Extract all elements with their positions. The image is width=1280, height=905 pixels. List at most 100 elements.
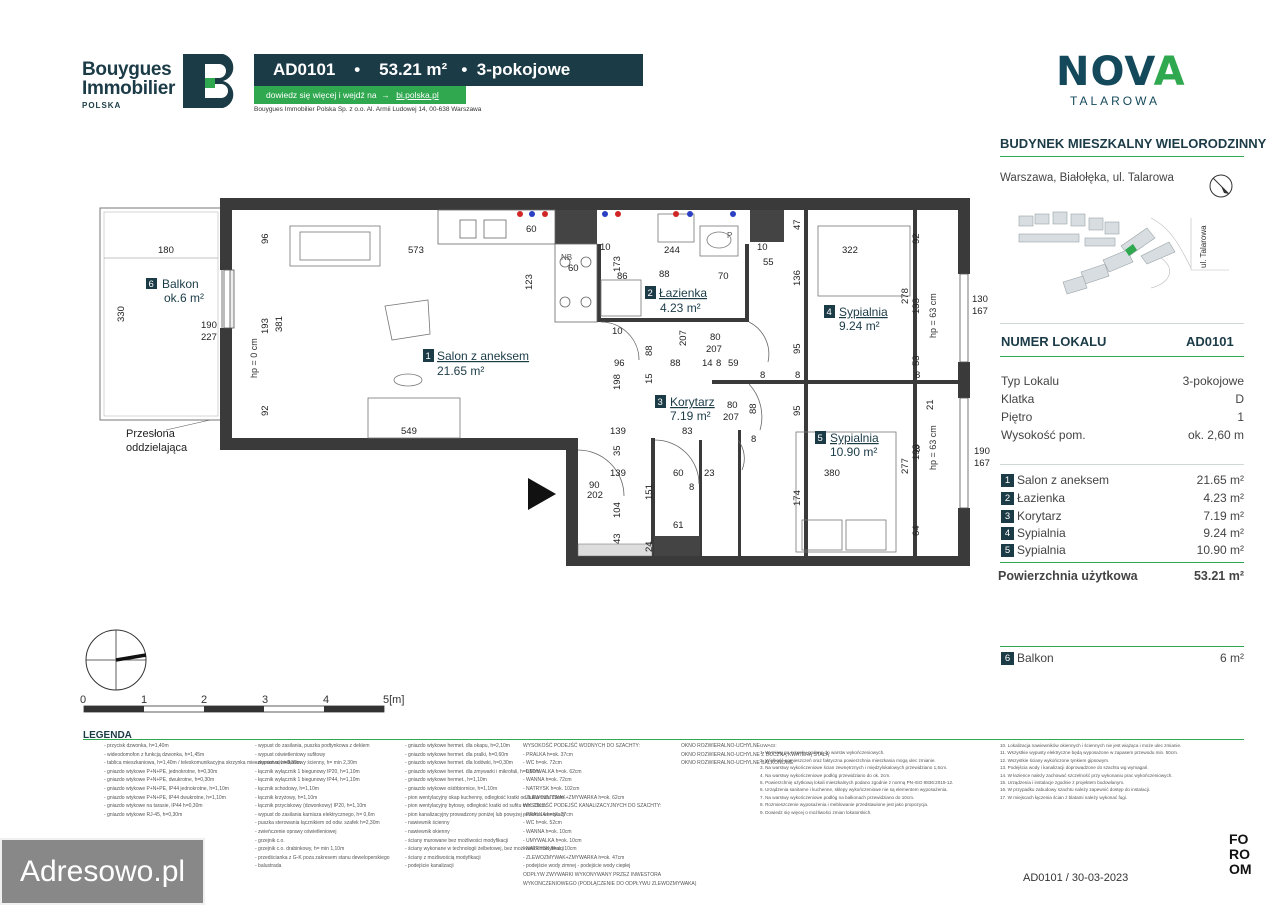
legend-item: - podejście kanalizacji — [405, 863, 454, 870]
dimension-label: 64 — [911, 525, 922, 536]
scale-tick-label: 1 — [141, 694, 148, 706]
property-label: Wysokość pom. — [1001, 428, 1086, 442]
room-number-badge: 4 — [1001, 526, 1014, 540]
balcony-badge-number: 6 — [149, 279, 154, 290]
divider — [1000, 464, 1244, 465]
legend-item: 6. Urządzenia sanitarne i kuchenne, skle… — [760, 787, 948, 793]
legend-item: - wypust do zasilania karnisza elektrycz… — [255, 811, 375, 818]
dimension-label: 21 — [925, 399, 936, 410]
forum-logo-line: FO — [1229, 831, 1249, 847]
legend-item: - nawiewnik ścienny — [405, 820, 450, 827]
legend-item: 16. W przypadku zabudowy szachtu należy … — [1000, 787, 1151, 793]
dimensions: 180 330 190 227 96 573 193 381 92 549 12… — [116, 219, 990, 552]
total-area-value: 53.21 m² — [1193, 569, 1244, 583]
dimension-label: 123 — [524, 274, 535, 290]
building-type-title: BUDYNEK MIESZKALNY WIELORODZINNY — [1000, 136, 1267, 151]
total-area-row: Powierzchnia użytkowa 53.21 m² — [998, 569, 1244, 583]
property-label: Klatka — [1001, 392, 1035, 406]
unit-number-label: NUMER LOKALU — [1001, 334, 1107, 349]
legend-item: 7. Na warstwy wykończeniowe podłóg na ba… — [760, 794, 915, 800]
legend-item: - puszka sterowania łącznikiem od odw. s… — [255, 820, 380, 827]
legend-item: - NATRYSK h=ok. 10cm — [523, 846, 577, 853]
legend-item: 8. Rozmieszczenie wyposażenia i meblowan… — [760, 802, 929, 808]
dimension-label: 167 — [972, 306, 988, 317]
legend-item: - gniazdo wtykowe P+N+PE, dwukrotne, h=0… — [104, 777, 215, 784]
dimension-label: 53 — [911, 355, 922, 366]
legend-item: - przycisk dzwonka, h=1,40m — [104, 743, 169, 749]
dimension-label: 24 — [644, 541, 655, 552]
legend-item: WYSOKOŚĆ PODEJŚĆ KANALIZACYJNYCH DO SZAC… — [523, 803, 662, 810]
legend-item: - ZLEWOZMYWAK+ZMYWARKA h=ok. 47cm — [523, 854, 625, 861]
walls — [220, 198, 970, 566]
legend-column: - gniazdo wtykowe hermet. dla okapu, h=2… — [405, 742, 565, 871]
dimension-label: 8 — [915, 370, 920, 381]
dimension-label: 130 — [972, 294, 988, 305]
dimension-label: 47 — [792, 219, 803, 230]
room-name: Korytarz — [1017, 509, 1062, 523]
scale-tick-label: 3 — [262, 694, 269, 706]
dimension-label: 207 — [723, 412, 739, 423]
property-label: Typ Lokalu — [1001, 374, 1060, 388]
forum-logo-line: RO — [1229, 846, 1250, 862]
dimension-label: 139 — [610, 426, 626, 437]
dimension-label: 95 — [792, 343, 803, 354]
site-street-label: ul. Talarowa — [1199, 225, 1208, 268]
dimension-label: 330 — [116, 306, 127, 322]
dimension-label: 88 — [670, 358, 681, 369]
room-name: Balkon — [1017, 651, 1054, 665]
dimension-label: 59 — [728, 358, 739, 369]
total-area-label: Powierzchnia użytkowa — [998, 569, 1138, 583]
dimension-label: 198 — [612, 374, 623, 390]
legend-item: - ściany z możliwością modyfikacji — [405, 854, 481, 861]
dimension-label: 96 — [260, 233, 271, 244]
legend-item: - ZLEWOZMYWAK+ZMYWARKA h=ok. 62cm — [523, 794, 625, 801]
property-row: Typ Lokalu 3-pokojowe — [1001, 374, 1244, 388]
entrance-arrow-icon — [528, 478, 556, 510]
hp-label: hp = 0 cm — [249, 338, 259, 378]
footer-id-date: AD0101 / 30-03-2023 — [1023, 872, 1129, 884]
legend-item: - PRALKA h=ok. 27cm — [523, 811, 573, 818]
room-name: Sypialnia — [1017, 543, 1066, 557]
living-room-area: 21.65 m² — [437, 364, 484, 378]
dimension-label: 193 — [911, 444, 922, 460]
divider — [1000, 646, 1244, 647]
dimension-label: 173 — [612, 256, 623, 272]
legend-item: - gniazdo wtykowe P+N+PE, IP44 dwukrotne… — [104, 794, 226, 801]
room-area: 10.90 m² — [1196, 543, 1244, 557]
project-address: Warszawa, Białołęka, ul. Talarowa — [1000, 172, 1174, 184]
legend-item: - pion kanalizacyjny prowadzony poniżej … — [405, 811, 566, 818]
legend-item: 10. Lokalizacja nawiewników okiennych i … — [1000, 743, 1182, 748]
room-badge-number: 5 — [818, 433, 823, 444]
property-value: 3-pokojowe — [1182, 374, 1244, 388]
property-value: D — [1235, 392, 1244, 406]
room-area: 7.19 m² — [1203, 509, 1244, 523]
brand-country: POLSKA — [82, 101, 122, 110]
bathroom-fixtures — [600, 213, 739, 317]
dimension-label: 92 — [911, 233, 922, 244]
legend-item: - ściany wykonane w technologii żelbetow… — [405, 846, 564, 853]
room-area: 4.23 m² — [1203, 491, 1244, 505]
bedroom1-area: 9.24 m² — [839, 319, 880, 333]
room-area: 6 m² — [1220, 651, 1244, 665]
dimension-label: 190 — [201, 320, 217, 331]
room-number-badge: 1 — [1001, 473, 1014, 487]
legend-item: 9. Dowiedz się więcej o możliwości zmian… — [760, 809, 872, 815]
dimension-label: 190 — [974, 446, 990, 457]
legend-item: - gniazdo wtykowe hermet. dla pralki, h=… — [405, 751, 509, 758]
dimension-label: 10 — [600, 242, 611, 253]
legend-item: WYSOKOŚĆ PODEJŚĆ WODNYCH DO SZACHTY: — [523, 743, 640, 749]
divider — [1000, 356, 1244, 357]
legend-item: 17. W miejscach łączenia ścian z blatami… — [1000, 794, 1128, 800]
dimension-label: 202 — [587, 490, 603, 501]
cta-link[interactable]: bi.polska.pl — [396, 90, 439, 100]
legend-item: - gniazdo wtykowe hermet., h=1,10m — [405, 777, 487, 784]
legend-column: WYSOKOŚĆ PODEJŚĆ WODNYCH DO SZACHTY: - P… — [523, 742, 696, 888]
legend-item: - WANNA h=ok. 10cm — [523, 828, 572, 835]
legend-item: - UMYWALKA h=ok. 62cm — [523, 768, 582, 775]
dimension-label: 60 — [673, 468, 684, 479]
room-number-badge: 6 — [1001, 651, 1014, 665]
legend-column: 10. Lokalizacja nawiewników okiennych i … — [1000, 742, 1240, 801]
dimension-label: 23 — [704, 468, 715, 479]
